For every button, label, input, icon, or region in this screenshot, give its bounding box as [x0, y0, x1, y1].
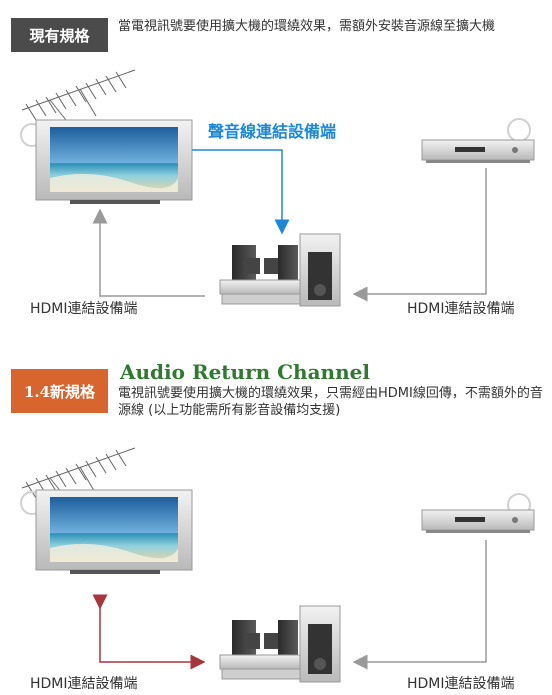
dvd-player-icon [421, 139, 535, 163]
player-hdmi-arrow-arc [352, 540, 487, 670]
tv-hdmi-arrow [92, 208, 205, 297]
player-hdmi-label: HDMI連結設備端 [407, 301, 515, 317]
tv-icon-arc [35, 489, 193, 574]
audio-cable-label: 聲音線連結設備端 [208, 122, 337, 141]
dvd-player-icon-arc [421, 509, 535, 533]
current-spec-badge: 現有規格 [11, 18, 108, 52]
watermark-icon-2 [507, 118, 531, 142]
audio-cable-arrow [192, 149, 290, 235]
antenna-icon [21, 69, 136, 126]
new-spec-description: 電視訊號要使用擴大機的環繞效果，只需經由HDMI線回傳，不需額外的音源線 (以上… [118, 386, 543, 418]
tv-hdmi-label: HDMI連結設備端 [30, 301, 138, 317]
arc-hdmi-arrow [92, 594, 206, 670]
new-spec-badge: 1.4新規格 [11, 369, 108, 413]
current-spec-description: 當電視訊號要使用擴大機的環繞效果，需額外安裝音源線至擴大機 [118, 19, 496, 34]
arc-title: Audio Return Channel [120, 360, 370, 384]
tv-icon [35, 119, 193, 204]
amplifier-icon [219, 233, 341, 307]
player-hdmi-arrow [352, 168, 487, 302]
amplifier-icon-arc [219, 605, 341, 683]
tv-hdmi-label-arc: HDMI連結設備端 [30, 676, 138, 692]
player-hdmi-label-arc: HDMI連結設備端 [407, 676, 515, 692]
